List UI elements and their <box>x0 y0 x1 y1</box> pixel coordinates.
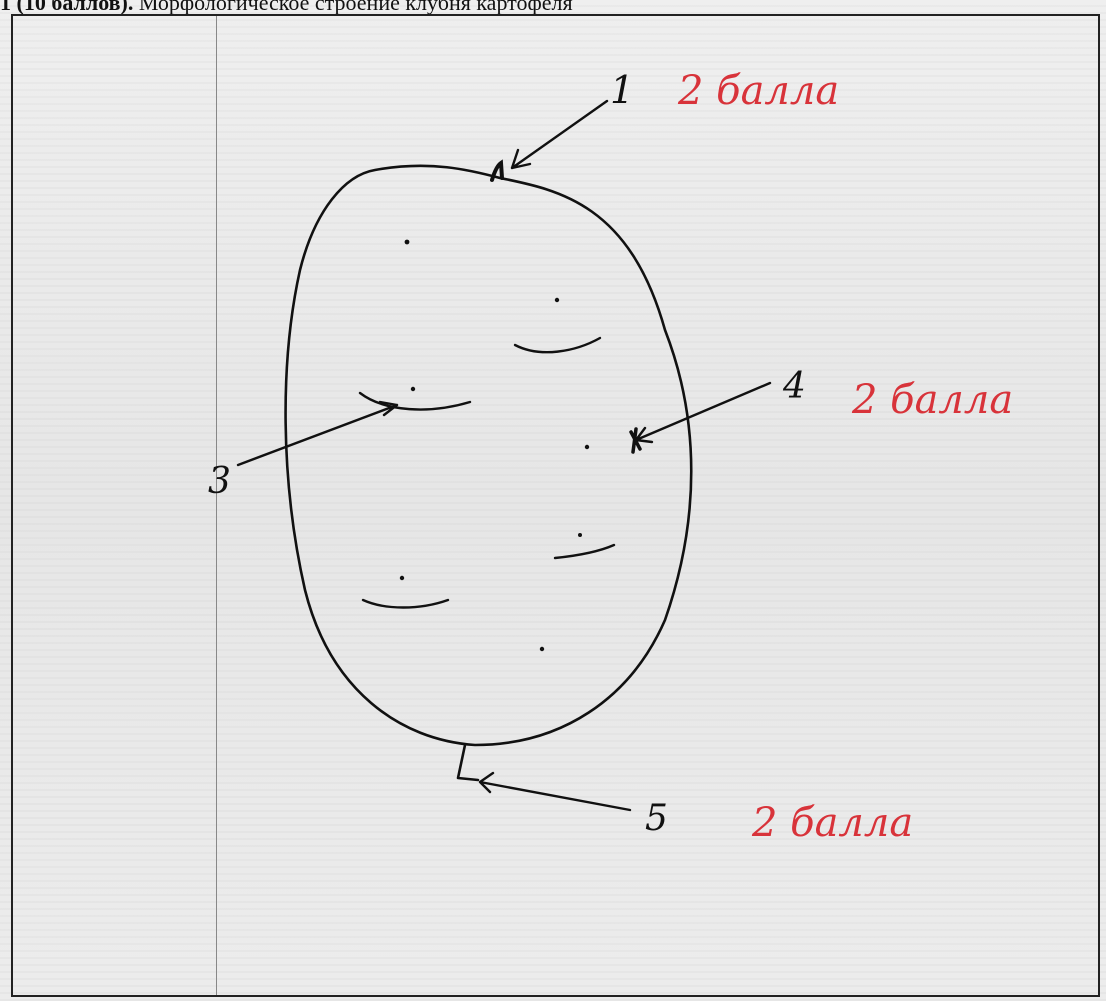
lenticel-dot <box>411 387 415 391</box>
label-4: 4 <box>782 366 806 407</box>
label-3: 3 <box>208 461 231 502</box>
label-1: 1 <box>610 68 634 112</box>
pointer-1 <box>512 101 607 168</box>
eye-brow-2 <box>360 393 470 409</box>
lenticel-dot <box>578 533 582 537</box>
lenticel-dot <box>400 576 404 580</box>
grade-note-2: 2 балла <box>851 377 1013 423</box>
lenticel-dot <box>585 445 589 449</box>
eye-brow-4 <box>363 600 448 608</box>
lenticel-dot <box>555 298 559 302</box>
grade-note-3: 2 балла <box>751 800 913 846</box>
eye-brow-3 <box>555 545 614 558</box>
eye-brow-1 <box>515 338 600 352</box>
tuber-outline <box>286 166 692 745</box>
pointer-4 <box>636 383 770 442</box>
lenticel-dot <box>405 240 410 245</box>
stolon-mark <box>458 745 478 780</box>
grade-note-1: 2 балла <box>677 68 839 114</box>
pointer-3 <box>238 402 397 465</box>
pointer-5 <box>480 773 630 810</box>
lenticel-dot <box>540 647 544 651</box>
label-5: 5 <box>645 798 668 839</box>
